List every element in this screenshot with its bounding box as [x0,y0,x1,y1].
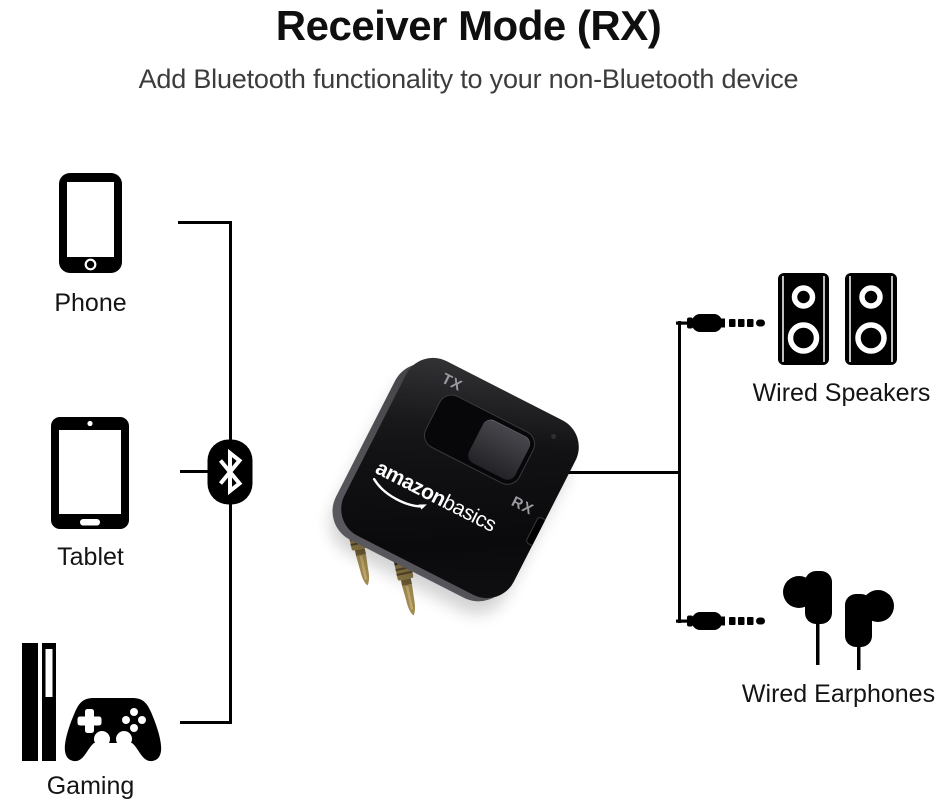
phone-icon [58,172,123,274]
wired-speakers-label: Wired Speakers [752,379,931,407]
aux-port [524,515,548,547]
tablet-icon [50,416,130,530]
bluetooth-icon [207,439,253,505]
device-face: TX RX amazonbasics [330,347,590,609]
earphones-icon [783,570,901,682]
amazonbasics-logo: amazonbasics [371,456,500,537]
connector-line-right-vertical [678,321,681,623]
receiver-device: TX RX amazonbasics [321,347,590,613]
wired-earphones-label: Wired Earphones [741,680,936,708]
speakers-icon [778,273,898,366]
amazon-smile-icon [372,477,427,510]
tablet-label: Tablet [57,543,124,571]
connector-line-phone [178,221,232,224]
connector-line-console [180,721,232,724]
connector-line-tablet [180,470,229,473]
brand-light: basics [438,490,500,537]
page-subtitle: Add Bluetooth functionality to your non-… [138,64,799,94]
audio-jack-icon [676,605,768,637]
page-title: Receiver Mode (RX) [275,2,662,49]
phone-label: Phone [54,289,127,317]
gaming-console-label: Gaming Console [45,772,137,804]
audio-jack-icon [676,307,768,339]
connector-line-receiver [565,471,681,474]
gaming-console-icon [18,641,164,763]
